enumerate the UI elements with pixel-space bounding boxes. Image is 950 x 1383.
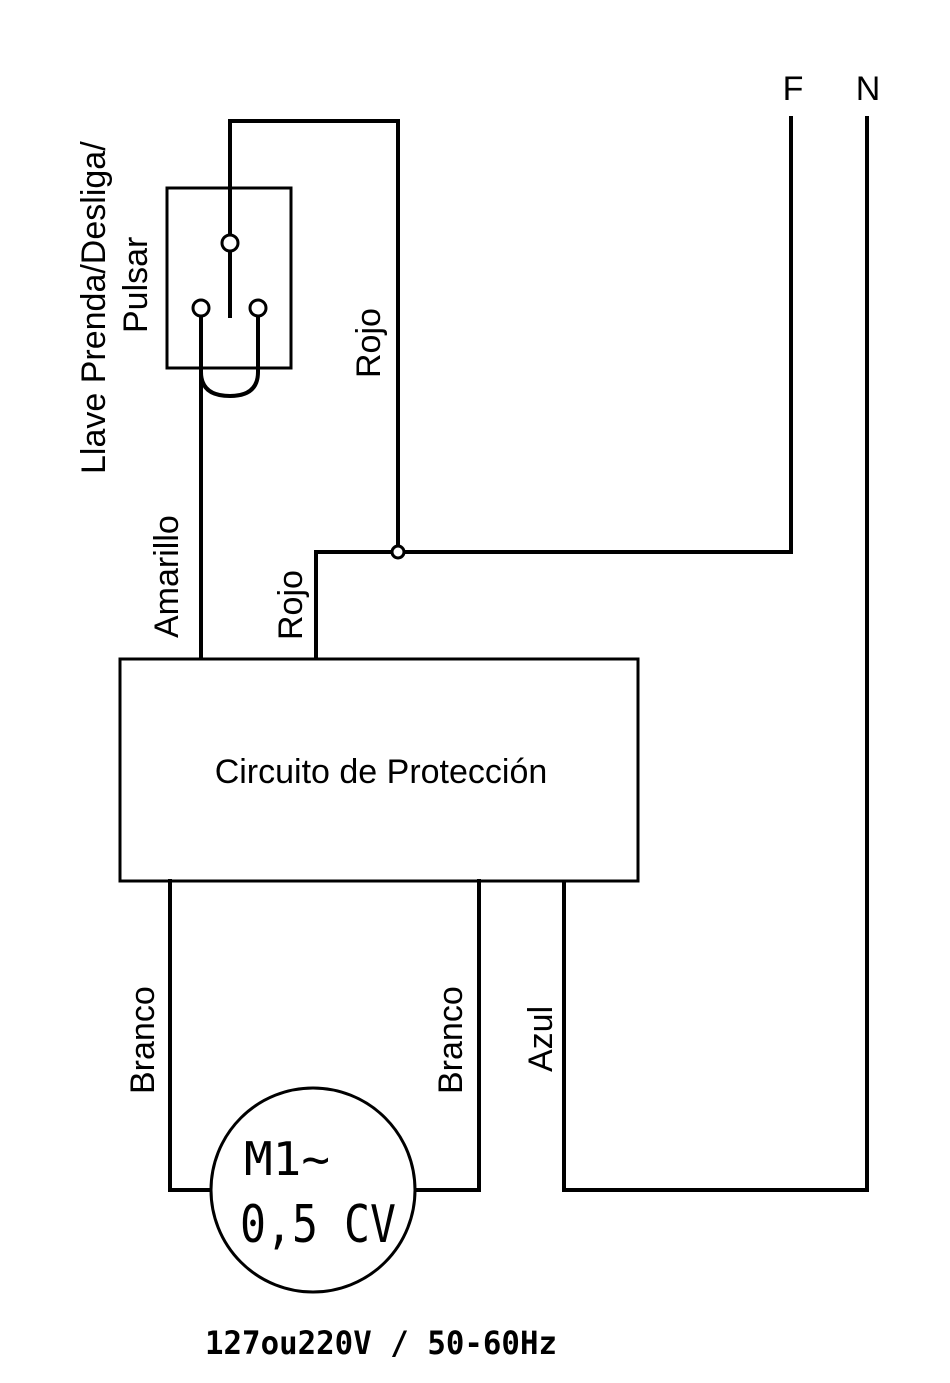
switch-common-terminal <box>222 235 238 251</box>
junction-node <box>392 546 404 558</box>
switch-feed-label: Rojo <box>350 308 388 378</box>
switch-right-terminal <box>250 300 266 316</box>
switch-left-terminal <box>193 300 209 316</box>
switch-label-line1: Llave Prenda/Desliga/ <box>75 141 113 474</box>
neutral-wire <box>564 118 867 1190</box>
motor-designation: M1~ <box>244 1132 330 1186</box>
protection-feed-label: Rojo <box>272 570 310 640</box>
motor-left-label: Branco <box>124 986 162 1094</box>
protection-feed-wire <box>316 552 398 659</box>
phase-wire <box>398 118 791 552</box>
neutral-label: N <box>856 70 881 108</box>
protection-circuit-label: Circuito de Protección <box>215 753 548 791</box>
motor-symbol <box>211 1088 415 1292</box>
neutral-wire-label: Azul <box>522 1006 560 1072</box>
phase-label: F <box>783 70 804 108</box>
switch-label-line2: Pulsar <box>117 237 155 333</box>
voltage-rating: 127ou220V / 50-60Hz <box>205 1324 557 1362</box>
switch-return-label: Amarillo <box>148 515 186 638</box>
motor-left-wire <box>170 881 212 1190</box>
motor-power: 0,5 CV <box>240 1195 396 1255</box>
motor-right-label: Branco <box>432 986 470 1094</box>
